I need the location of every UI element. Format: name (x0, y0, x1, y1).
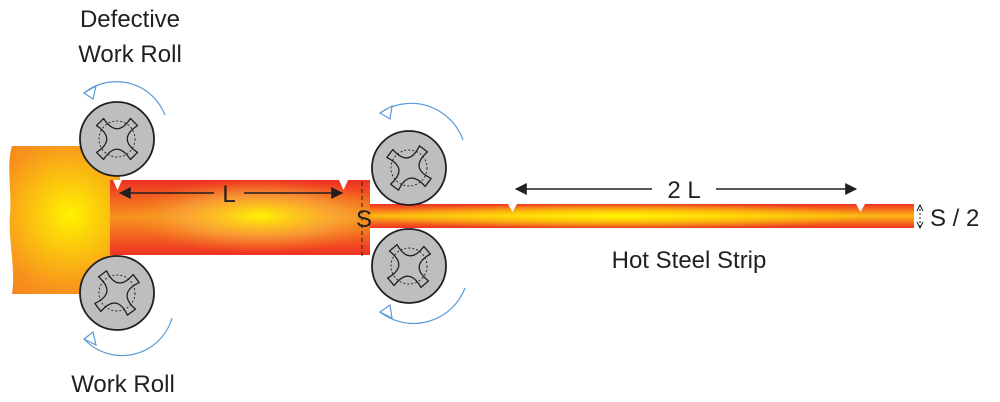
rotation-arrowhead-icon (82, 330, 97, 347)
surface-defect-marks (113, 180, 865, 212)
defective-roll-label-line1: Defective (80, 6, 180, 33)
length-2l-label: 2 L (667, 177, 700, 204)
roll-cross-icon (386, 145, 432, 191)
rotation-arrowhead-icon (378, 303, 393, 320)
strip-middle-core (110, 180, 370, 255)
defective-work-roll (79, 101, 155, 177)
roll-cross-icon (94, 270, 140, 316)
roll-body (371, 130, 447, 206)
defect-mark (856, 204, 865, 212)
defect-mark (339, 180, 348, 190)
bottom-work-roll (79, 255, 155, 331)
roll-pitch-circle (98, 274, 136, 312)
thickness-s-label: S (356, 206, 372, 233)
rotation-arrow-icon (83, 317, 173, 357)
defective-roll-label-line2: Work Roll (78, 41, 182, 68)
roll-body (79, 255, 155, 331)
roll-body (79, 101, 155, 177)
strip-thin-core (370, 204, 914, 228)
roll-pitch-circle (390, 247, 428, 285)
rotation-arrowhead-icon (82, 84, 97, 100)
rotation-arrowhead-icon (378, 104, 393, 120)
roll-pitch-circle (98, 120, 136, 158)
strip-thick-section (9, 146, 121, 294)
roll-body (371, 228, 447, 304)
thickness-s2-label: S / 2 (930, 205, 979, 232)
thickness-s2-dimension (916, 203, 924, 230)
strip-label: Hot Steel Strip (612, 247, 767, 274)
work-rolls (79, 101, 447, 331)
defect-mark (113, 180, 122, 190)
roll-pitch-circle (390, 149, 428, 187)
length-l-label: L (222, 181, 235, 208)
work-roll-label: Work Roll (71, 371, 175, 398)
roll-cross-icon (386, 243, 432, 289)
bottom-stand2-work-roll (371, 228, 447, 304)
rotation-arrow-icon (379, 287, 466, 325)
roll-cross-icon (95, 117, 139, 161)
top-stand2-work-roll (371, 130, 447, 206)
defect-mark (508, 204, 517, 212)
rotation-arrowheads (82, 84, 393, 347)
